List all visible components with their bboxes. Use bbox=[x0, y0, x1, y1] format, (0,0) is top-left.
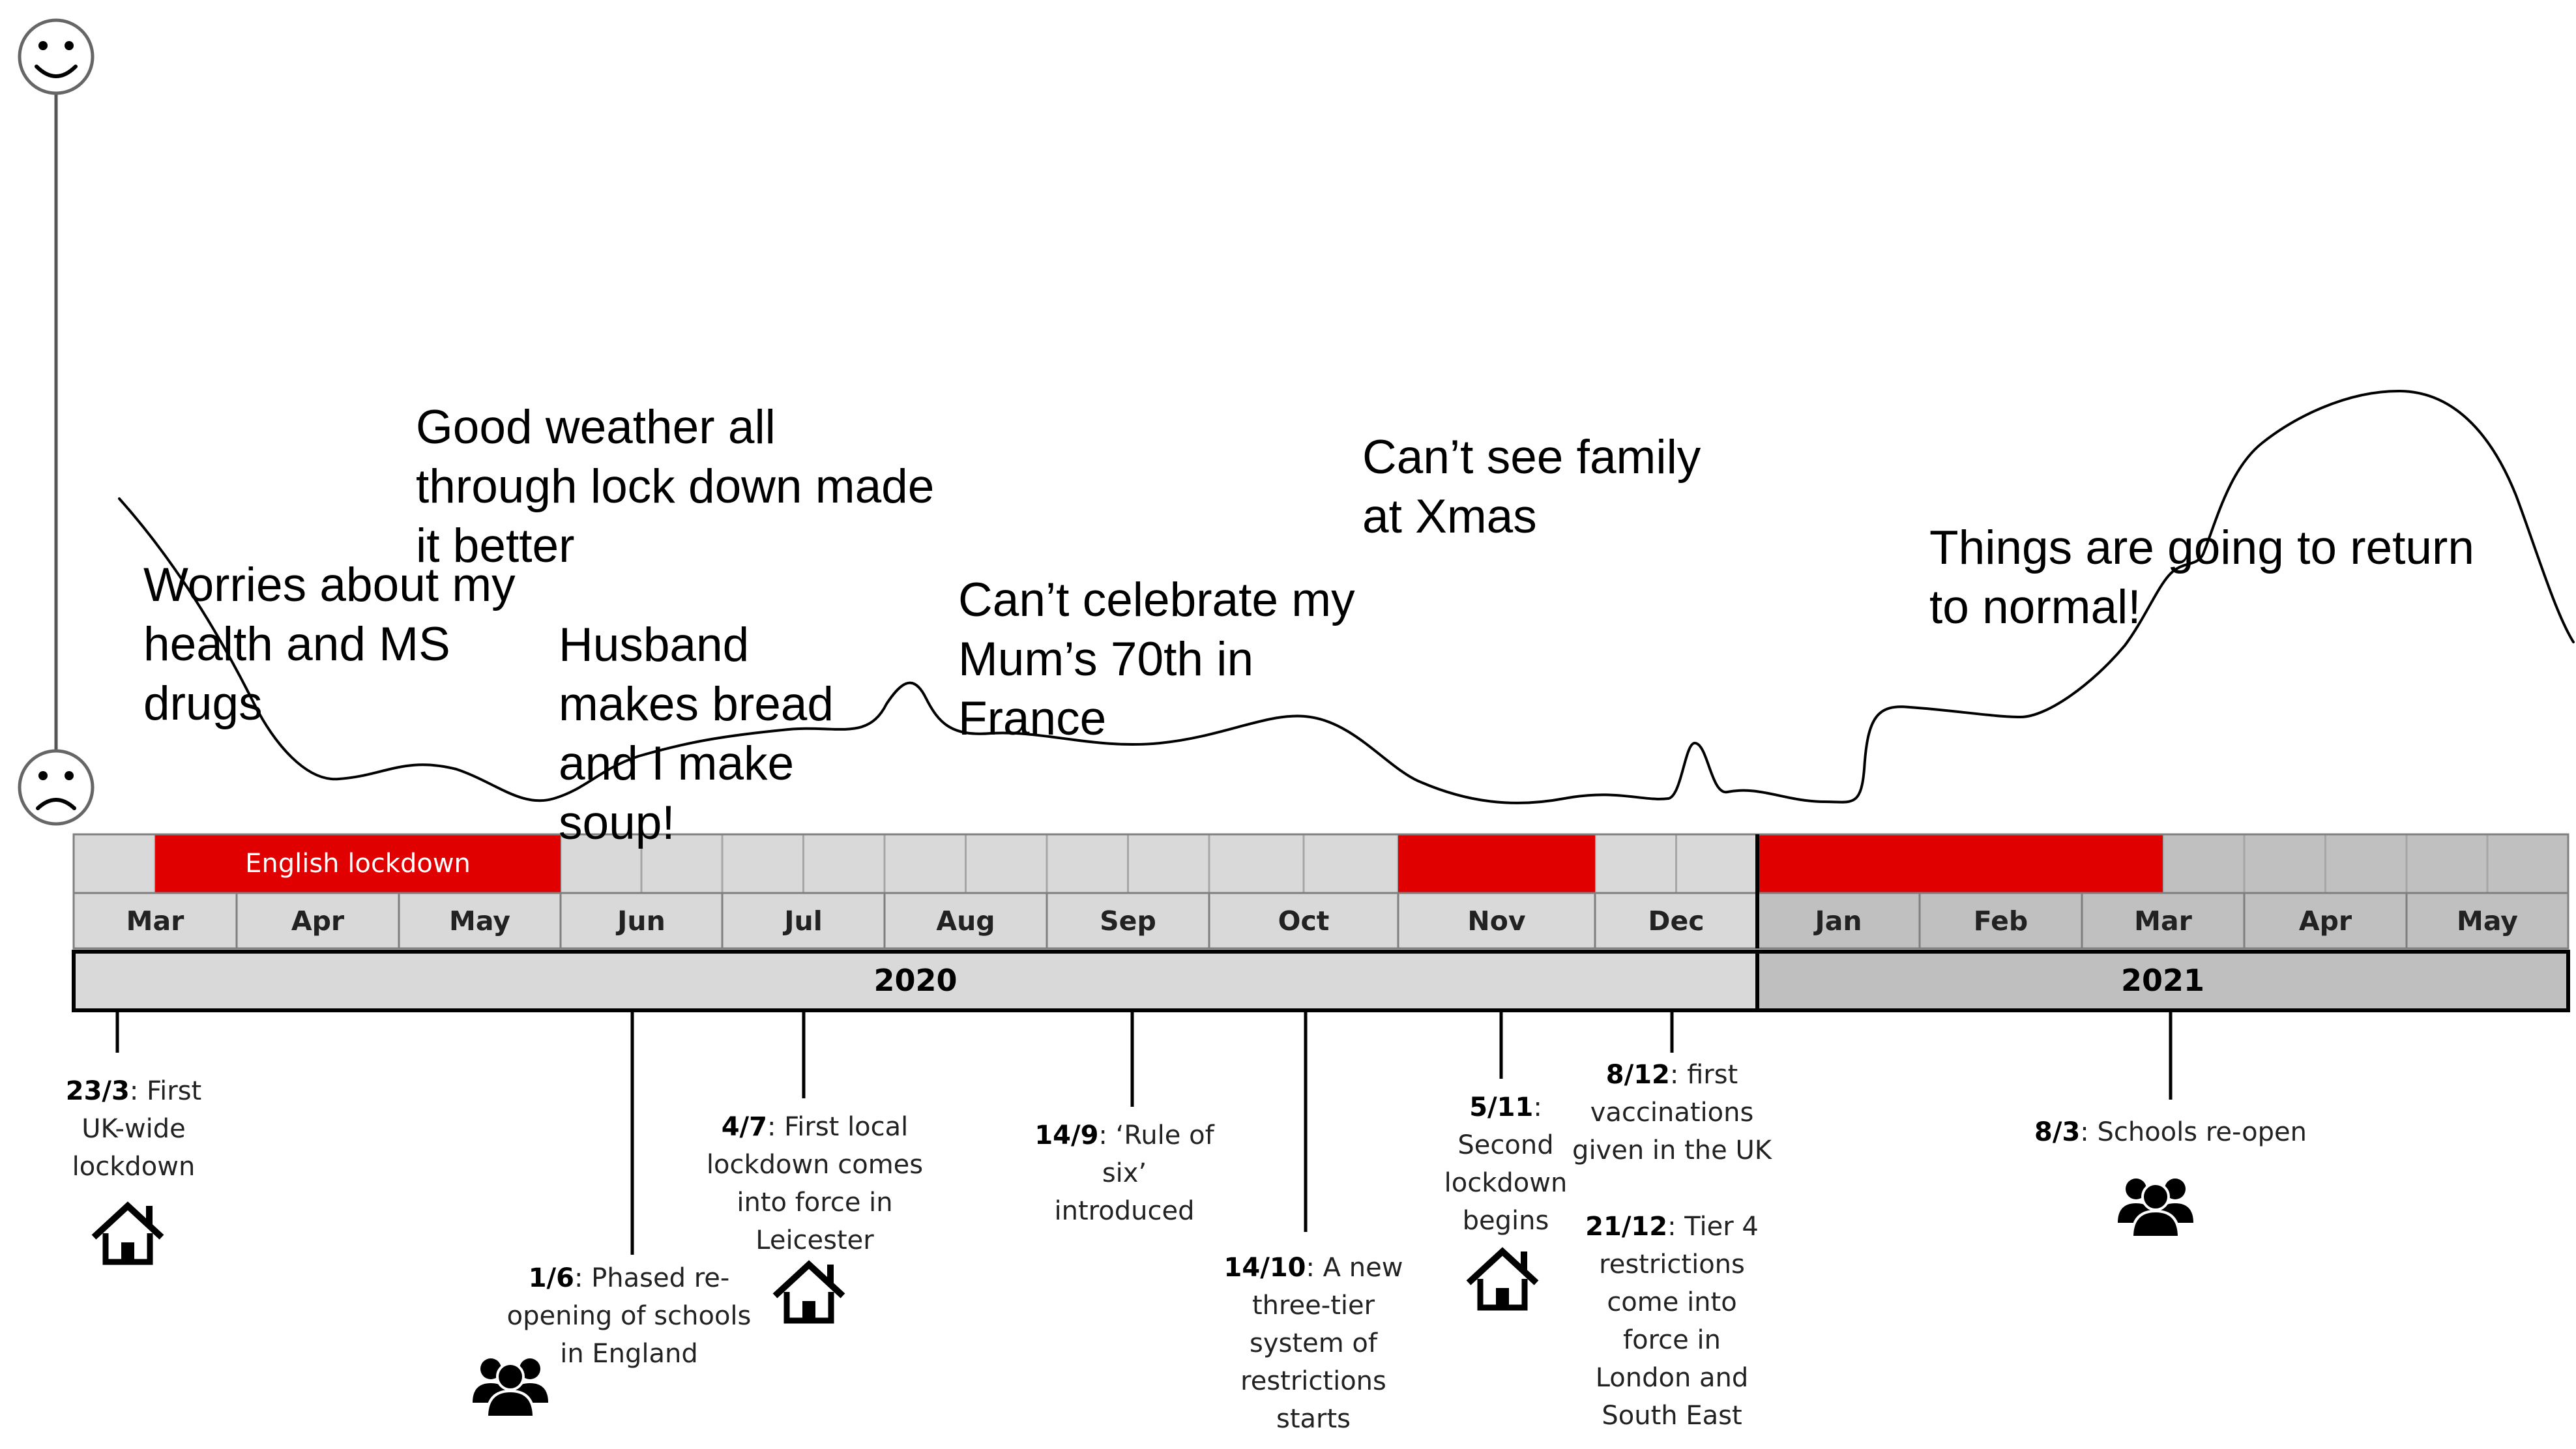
event-schools-reopen: 8/3: Schools re-open bbox=[2001, 1113, 2340, 1151]
event-date: 4/7 bbox=[721, 1112, 767, 1142]
half-month-cell bbox=[2324, 833, 2408, 894]
month-label: Jun bbox=[615, 905, 666, 937]
half-month-cell bbox=[1302, 833, 1399, 894]
event-date: 5/11 bbox=[1469, 1092, 1534, 1122]
month-cell bbox=[72, 892, 238, 950]
year-band-2021 bbox=[1755, 950, 2570, 1012]
event-first-uk-lockdown: 23/3: First UK-wide lockdown bbox=[39, 1072, 228, 1186]
event-text: : first vaccinations given in the UK bbox=[1572, 1060, 1772, 1165]
month-label: Sep bbox=[1100, 905, 1156, 937]
event-text: : Tier 4 restrictions come into force in… bbox=[1595, 1212, 1759, 1431]
half-month-cell bbox=[1046, 833, 1129, 894]
house-icon bbox=[94, 1206, 162, 1262]
event-text: : Phased re- opening of schools in Engla… bbox=[506, 1263, 752, 1369]
half-month-cell bbox=[883, 833, 967, 894]
half-month-cell bbox=[2162, 833, 2246, 894]
event-tier-four: 21/12: Tier 4 restrictions come into for… bbox=[1564, 1208, 1779, 1435]
house-icon bbox=[1469, 1251, 1536, 1308]
sad-face-icon bbox=[18, 749, 95, 826]
month-label: Mar bbox=[2134, 905, 2192, 937]
half-month-cell bbox=[2405, 833, 2489, 894]
event-text: : A new three-tier system of restriction… bbox=[1240, 1253, 1403, 1434]
month-cell bbox=[1756, 892, 1921, 950]
month-label: Nov bbox=[1467, 905, 1525, 937]
event-date: 1/6 bbox=[528, 1263, 574, 1293]
month-label: Jan bbox=[1813, 905, 1862, 937]
event-date: 23/3 bbox=[65, 1076, 130, 1106]
timeline-frame bbox=[72, 833, 2569, 950]
lockdown-label: English lockdown bbox=[245, 849, 471, 879]
people-group-icon bbox=[2116, 1177, 2195, 1238]
month-cell bbox=[1594, 892, 1759, 950]
month-label: Mar bbox=[126, 905, 184, 937]
lockdown-period bbox=[1757, 834, 2163, 893]
month-label: Dec bbox=[1648, 905, 1704, 937]
month-cell bbox=[235, 892, 400, 950]
month-cell bbox=[1046, 892, 1210, 950]
event-second-lockdown: 5/11: Second lockdown begins bbox=[1421, 1089, 1590, 1240]
event-stems bbox=[115, 1012, 2173, 1255]
half-month-cell bbox=[1208, 833, 1305, 894]
happy-face-icon bbox=[18, 18, 95, 95]
event-first-vaccinations: 8/12: first vaccinations given in the UK bbox=[1561, 1056, 1783, 1169]
half-month-cell bbox=[1594, 833, 1677, 894]
note-return-normal: Things are going to return to normal! bbox=[1929, 521, 2474, 634]
month-label: May bbox=[2457, 905, 2518, 937]
event-rule-of-six: 14/9: ‘Rule of six’ introduced bbox=[1010, 1117, 1238, 1230]
note-worries: Worries about my health and MS drugs bbox=[143, 559, 516, 730]
event-date: 14/9 bbox=[1034, 1120, 1099, 1150]
month-cell bbox=[1397, 892, 1596, 950]
event-text: : First local lockdown comes into force … bbox=[706, 1112, 924, 1255]
event-date: 21/12 bbox=[1585, 1212, 1668, 1242]
event-text: : Schools re-open bbox=[2080, 1117, 2307, 1147]
month-cell bbox=[1918, 892, 2083, 950]
event-text: : Second lockdown begins bbox=[1444, 1092, 1568, 1236]
mood-scale bbox=[18, 18, 95, 826]
month-cell bbox=[2405, 892, 2569, 950]
event-text: : ‘Rule of six’ introduced bbox=[1054, 1120, 1214, 1226]
house-icon bbox=[775, 1265, 843, 1321]
half-month-cell bbox=[1675, 833, 1759, 894]
event-text: : First UK-wide lockdown bbox=[72, 1076, 202, 1182]
half-month-cell bbox=[1127, 833, 1210, 894]
half-month-cell bbox=[965, 833, 1048, 894]
lockdown-period bbox=[1398, 834, 1595, 893]
month-label: May bbox=[449, 905, 510, 937]
mood-line bbox=[118, 389, 2575, 804]
half-month-cell bbox=[2243, 833, 2326, 894]
event-schools-reopening: 1/6: Phased re- opening of schools in En… bbox=[479, 1259, 779, 1373]
year-label-2021: 2021 bbox=[2121, 963, 2204, 998]
event-date: 8/12 bbox=[1605, 1060, 1670, 1090]
note-bread-soup: Husband makes bread and I make soup! bbox=[559, 619, 834, 849]
event-date: 14/10 bbox=[1223, 1253, 1306, 1283]
month-label: Oct bbox=[1278, 905, 1330, 937]
month-cell bbox=[721, 892, 886, 950]
event-date: 8/3 bbox=[2034, 1117, 2081, 1147]
note-xmas: Can’t see family at Xmas bbox=[1362, 431, 1701, 543]
half-month-cell bbox=[721, 833, 804, 894]
month-cell bbox=[2081, 892, 2246, 950]
month-label: Apr bbox=[2299, 905, 2352, 937]
event-leicester-lockdown: 4/7: First local lockdown comes into for… bbox=[684, 1108, 945, 1259]
month-cell bbox=[2243, 892, 2408, 950]
year-label-2020: 2020 bbox=[873, 963, 957, 998]
note-mum-70th: Can’t celebrate my Mum’s 70th in France bbox=[958, 574, 1355, 745]
half-month-cell bbox=[2486, 833, 2569, 894]
month-label: Apr bbox=[291, 905, 345, 937]
month-label: Feb bbox=[1974, 905, 2028, 937]
event-three-tier: 14/10: A new three-tier system of restri… bbox=[1206, 1249, 1421, 1438]
lockdown-period bbox=[155, 834, 561, 893]
note-good-weather: Good weather all through lock down made … bbox=[416, 401, 935, 572]
month-label: Aug bbox=[936, 905, 995, 937]
month-label: Jul bbox=[782, 905, 823, 937]
half-month-cell bbox=[72, 833, 156, 894]
